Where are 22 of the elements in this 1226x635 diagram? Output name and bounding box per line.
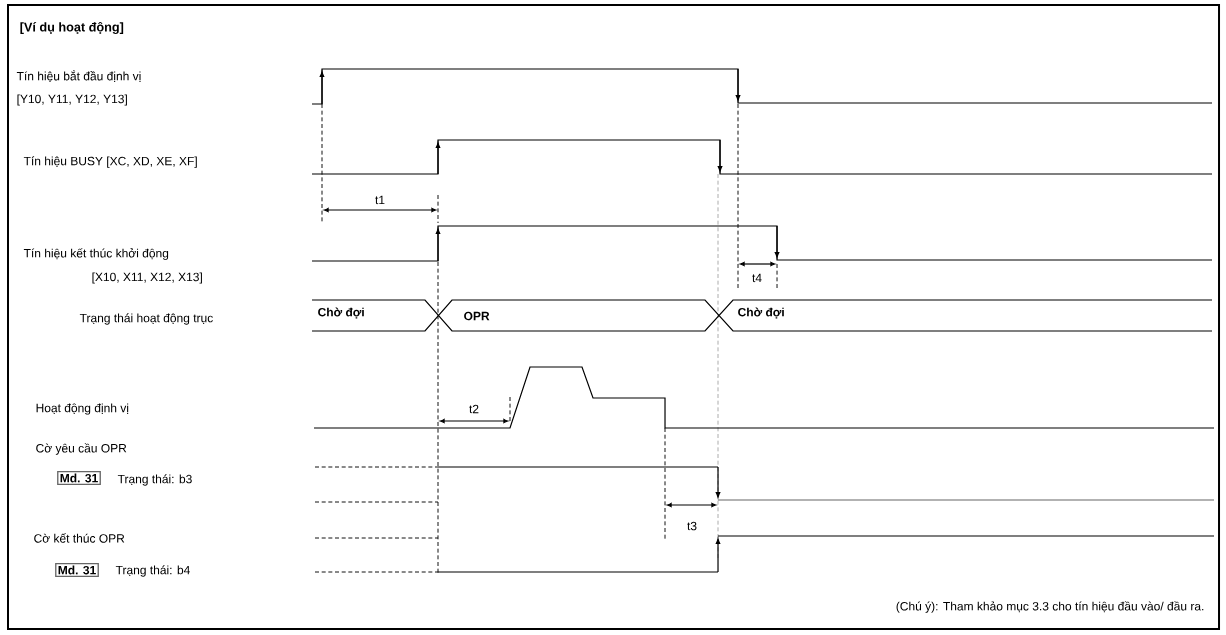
signal-label: [Y10, Y11, Y12, Y13] bbox=[17, 94, 127, 106]
time-label: t3 bbox=[687, 521, 697, 531]
signal-label: Trạng thái: b3 bbox=[117, 474, 192, 486]
signal-label: Cờ kết thúc OPR bbox=[34, 533, 125, 543]
signal-label: [X10, X11, X12, X13] bbox=[92, 272, 202, 284]
time-label: t2 bbox=[469, 404, 479, 414]
signal-label: Tín hiệu bắt đầu định vị bbox=[16, 69, 141, 83]
state-label: Chờ đợi bbox=[738, 307, 784, 319]
signal-label: Trạng thái: b4 bbox=[115, 565, 190, 577]
signal-label: Trạng thái hoạt động trục bbox=[79, 313, 213, 325]
address-box: Md. 31 bbox=[57, 470, 101, 486]
signal-label: Hoạt động định vị bbox=[36, 403, 129, 415]
time-label: t1 bbox=[375, 195, 385, 205]
signal-label: Cờ yêu cầu OPR bbox=[36, 443, 127, 455]
signal-label: Tín hiệu BUSY [XC, XD, XE, XF] bbox=[23, 156, 197, 168]
time-label: t4 bbox=[752, 273, 762, 283]
state-label: Chờ đợi bbox=[318, 307, 364, 319]
title: [Ví dụ hoạt động] bbox=[20, 21, 124, 35]
address-box: Md. 31 bbox=[55, 562, 99, 578]
note: (Chú ý): Tham khảo mục 3.3 cho tín hiệu đầu vào/ đầu ra. bbox=[896, 601, 1204, 613]
state-label: OPR bbox=[464, 311, 490, 321]
signal-label: Tín hiệu kết thúc khởi động bbox=[23, 248, 169, 260]
